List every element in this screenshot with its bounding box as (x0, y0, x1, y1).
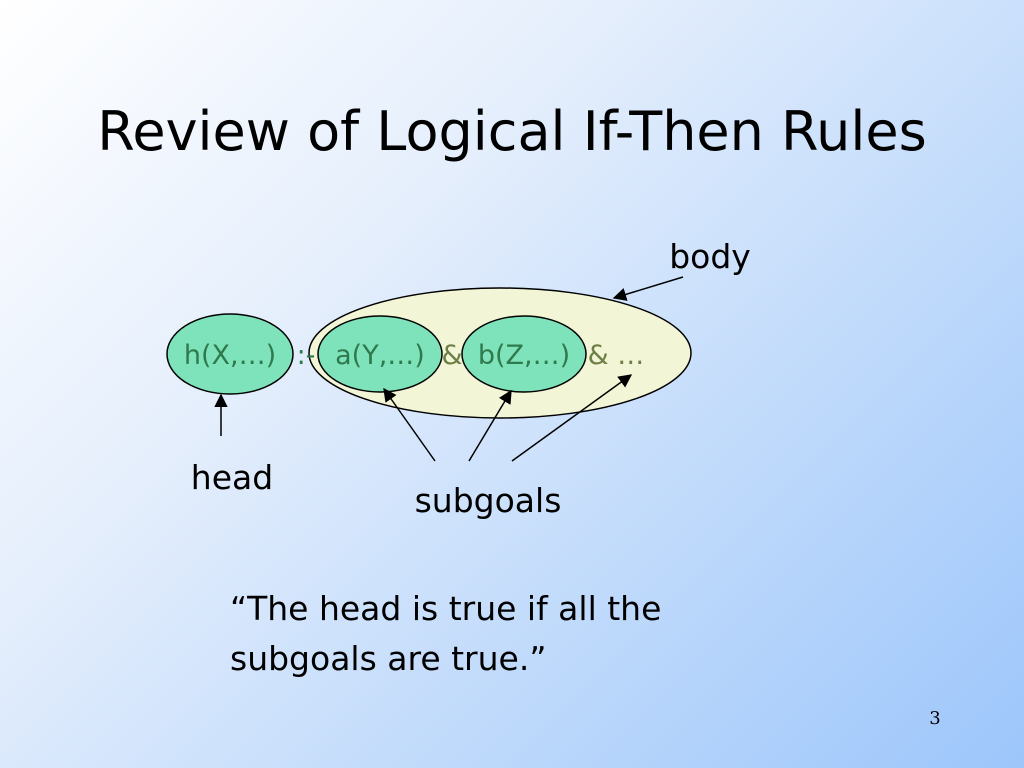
subgoal-rest-arrow (511, 374, 633, 462)
head-ellipse (166, 313, 294, 395)
rule-separator-text: :- (297, 340, 316, 371)
rule-subgoal-a-text: a(Y,…) (335, 340, 425, 371)
subgoal-a-ellipse (317, 315, 443, 393)
body-arrow (612, 276, 684, 301)
rule-head-text: h(X,…) (184, 340, 276, 371)
slide-number: 3 (929, 708, 941, 729)
subgoals-label: subgoals (415, 481, 562, 520)
rule-conjunction-text: & (441, 340, 462, 371)
quote-line-1: “The head is true if all the (230, 589, 662, 628)
body-label: body (669, 237, 751, 276)
quote: “The head is true if all the subgoals ar… (230, 584, 830, 684)
slide-title: Review of Logical If-Then Rules (97, 100, 927, 163)
subgoal-b-ellipse (461, 315, 587, 393)
subgoal-b-arrow (468, 389, 512, 462)
rule-subgoal-b-text: b(Z,…) (478, 340, 570, 371)
quote-line-2: subgoals are true.” (230, 639, 547, 678)
rule-rest-text: & … (588, 340, 645, 371)
head-label: head (191, 458, 273, 497)
subgoal-a-arrow (383, 387, 436, 462)
